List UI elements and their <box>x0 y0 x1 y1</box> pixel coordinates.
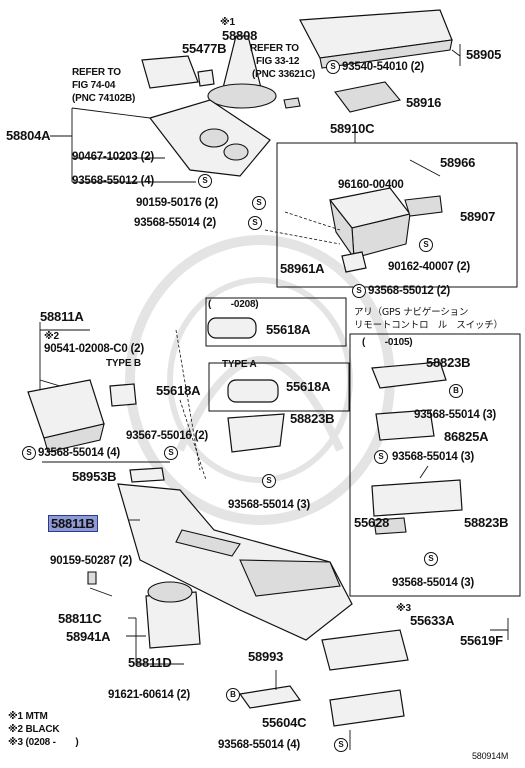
fastener-90159-50287[interactable]: 90159-50287 (2) <box>50 555 133 567</box>
ashtray-drawing <box>141 55 199 89</box>
s-symbol: S <box>334 738 348 752</box>
legend-note-2: ※2 BLACK <box>8 724 60 735</box>
part-55633a[interactable]: 55633A <box>410 613 455 628</box>
s-symbol: S <box>164 446 178 460</box>
part-58910c[interactable]: 58910C <box>330 121 375 136</box>
part-58804a[interactable]: 58804A <box>6 128 51 143</box>
fastener-91621-60614[interactable]: 91621-60614 (2) <box>108 689 191 701</box>
base-plate-drawing <box>329 689 405 727</box>
part-55619f[interactable]: 55619F <box>460 633 503 648</box>
fastener-93568-55014-3d[interactable]: 93568-55014 (3) <box>392 577 475 589</box>
type-b-label: TYPE B <box>106 358 141 369</box>
fastener-90467-10203[interactable]: 90467-10203 (2) <box>72 151 155 163</box>
part-58823b-top[interactable]: 58823B <box>426 355 471 370</box>
part-55618a-b[interactable]: 55618A <box>156 383 201 398</box>
note-jp-line1: アリ（GPS ナビゲーション <box>354 307 469 318</box>
ref2-line1: REFER TO <box>250 43 299 54</box>
part-58823b-bottom[interactable]: 58823B <box>464 515 509 530</box>
fastener-93568-55014-4a[interactable]: 93568-55014 (4) <box>38 447 121 459</box>
part-58953b[interactable]: 58953B <box>72 469 117 484</box>
note-mark-3: ※3 <box>396 603 411 614</box>
s-symbol: S <box>22 446 36 460</box>
part-55618a-a[interactable]: 55618A <box>286 379 331 394</box>
part-58993[interactable]: 58993 <box>248 649 284 664</box>
part-55477b[interactable]: 55477B <box>182 41 227 56</box>
part-55604c[interactable]: 55604C <box>262 715 307 730</box>
note-mark-2: ※2 <box>44 331 59 342</box>
s-symbol: S <box>326 60 340 74</box>
legend-note-3: ※3 (0208 - ) <box>8 737 79 748</box>
fastener-93568-55012-4[interactable]: 93568-55012 (4) <box>72 175 155 187</box>
armrest-lid-drawing <box>299 9 453 69</box>
part-58811d[interactable]: 58811D <box>128 655 172 670</box>
fastener-93568-55012-2[interactable]: 93568-55012 (2) <box>368 285 451 297</box>
b-symbol: B <box>226 688 240 702</box>
s-symbol: S <box>248 216 262 230</box>
part-58905[interactable]: 58905 <box>466 47 502 62</box>
part-58811c[interactable]: 58811C <box>58 611 102 626</box>
fastener-90159-50176[interactable]: 90159-50176 (2) <box>136 197 219 209</box>
s-symbol: S <box>252 196 266 210</box>
s-symbol: S <box>198 174 212 188</box>
fastener-90541-02008[interactable]: 90541-02008-C0 (2) <box>44 343 144 355</box>
box-navigation <box>349 333 521 597</box>
part-58811b-highlighted[interactable]: 58811B <box>48 515 98 532</box>
fastener-96160-00400[interactable]: 96160-00400 <box>338 179 404 191</box>
fastener-90162-40007[interactable]: 90162-40007 (2) <box>388 261 471 273</box>
legend-note-1: ※1 MTM <box>8 711 48 722</box>
type-a-label: TYPE A <box>222 359 257 370</box>
s-symbol: S <box>262 474 276 488</box>
s-symbol: S <box>352 284 366 298</box>
cup-tray-drawing <box>321 629 409 671</box>
note-mark-1: ※1 <box>220 17 235 28</box>
upper-panel-drawing <box>148 99 271 177</box>
part-58941a[interactable]: 58941A <box>66 629 111 644</box>
s-symbol: S <box>374 450 388 464</box>
ref2-line3: (PNC 33621C) <box>252 69 316 80</box>
ref1-line3: (PNC 74102B) <box>72 93 136 104</box>
s-symbol: S <box>424 552 438 566</box>
ref2-line2: FIG 33-12 <box>256 56 300 67</box>
date-range-2: ( -0105) <box>362 337 413 348</box>
cupholder-a-drawing <box>207 317 257 339</box>
shift-boot-drawing <box>207 35 277 109</box>
figure-id: 580914M <box>472 751 509 761</box>
fastener-93568-55014-3a[interactable]: 93568-55014 (3) <box>414 409 497 421</box>
part-58808[interactable]: 58808 <box>222 28 258 43</box>
rear-panel-drawing <box>145 581 201 649</box>
fastener-93568-55014-3c[interactable]: 93568-55014 (3) <box>228 499 311 511</box>
pocket-drawing <box>227 413 285 453</box>
part-58811a[interactable]: 58811A <box>40 309 84 324</box>
part-55628[interactable]: 55628 <box>354 515 390 530</box>
fastener-93568-55014-3b[interactable]: 93568-55014 (3) <box>392 451 475 463</box>
part-58966[interactable]: 58966 <box>440 155 476 170</box>
fastener-93540-54010[interactable]: 93540-54010 (2) <box>342 61 425 73</box>
part-58916[interactable]: 58916 <box>406 95 442 110</box>
part-86825a[interactable]: 86825A <box>444 429 489 444</box>
left-side-panel-drawing <box>27 379 105 453</box>
part-58961a[interactable]: 58961A <box>280 261 325 276</box>
ref1-line2: FIG 74-04 <box>72 80 116 91</box>
ref1-line1: REFER TO <box>72 67 121 78</box>
note-jp-line2: リモートコントロ ル スイッチ） <box>354 320 503 331</box>
console-box-drawing <box>328 159 443 273</box>
cupholder-b-drawing <box>227 379 279 403</box>
bracket-drawing <box>238 685 302 709</box>
part-58907[interactable]: 58907 <box>460 209 496 224</box>
b-symbol: B <box>449 384 463 398</box>
part-58823b-mid[interactable]: 58823B <box>290 411 335 426</box>
part-55618a-top[interactable]: 55618A <box>266 322 311 337</box>
fastener-93568-55014-4b[interactable]: 93568-55014 (4) <box>218 739 301 751</box>
pad-drawing <box>334 81 401 113</box>
date-range-1: ( -0208) <box>208 299 259 310</box>
fastener-93567-55016[interactable]: 93567-55016 (2) <box>126 430 209 442</box>
fastener-93568-55014-2[interactable]: 93568-55014 (2) <box>134 217 217 229</box>
box-58910c <box>276 142 518 288</box>
s-symbol: S <box>419 238 433 252</box>
main-console-drawing <box>117 483 353 641</box>
clip-drawing <box>197 69 215 87</box>
